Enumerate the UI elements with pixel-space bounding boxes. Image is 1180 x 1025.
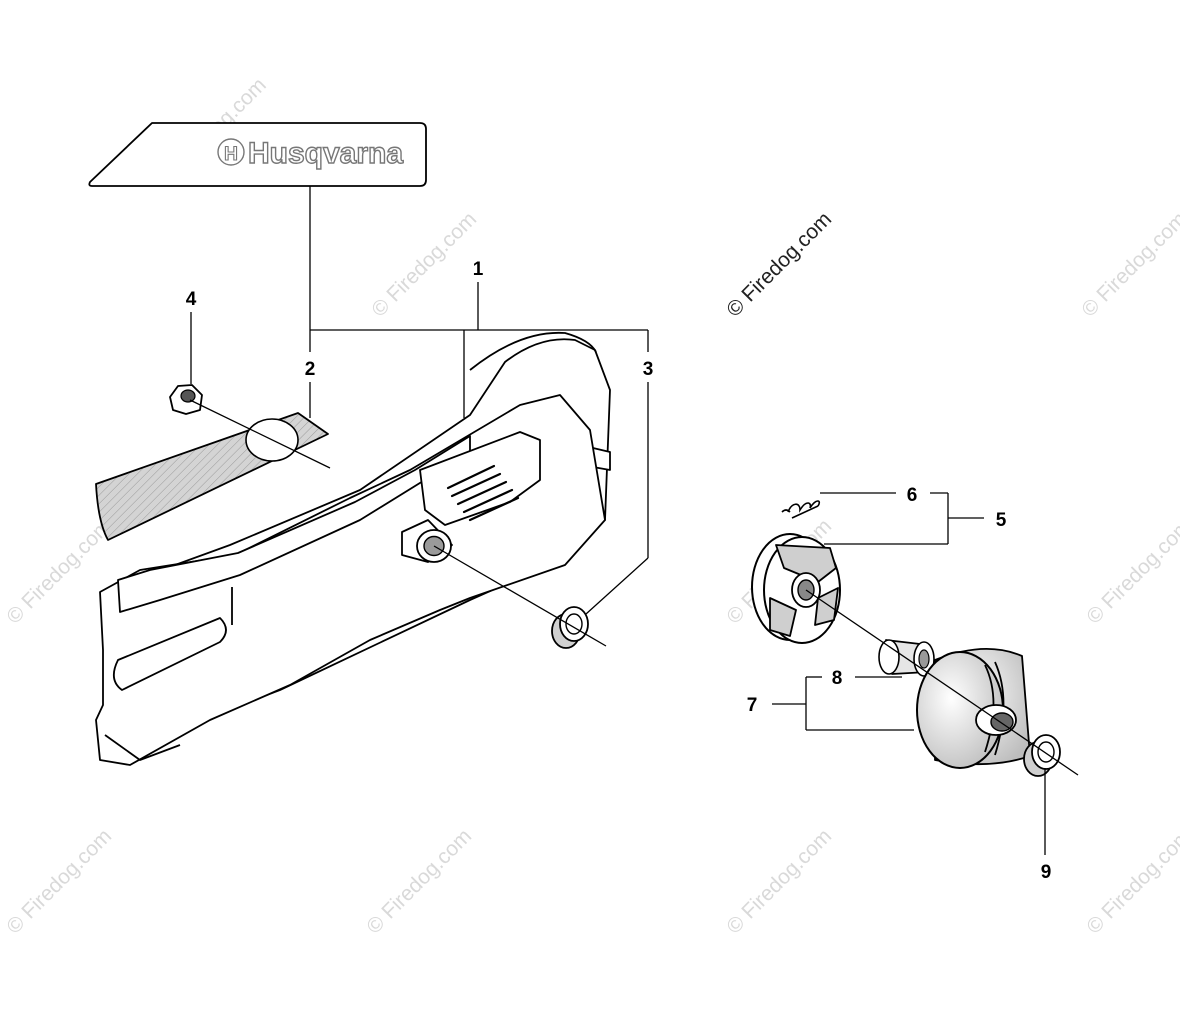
part-5-clutch	[751, 533, 841, 644]
part-7-drum	[916, 648, 1031, 769]
leader-lines	[190, 186, 1046, 855]
watermark: © Firedog.com	[1077, 208, 1180, 322]
svg-text:H: H	[224, 144, 238, 165]
callout-labels: 1 2 3 4 5 6 7 8 9	[186, 259, 1052, 883]
watermark: © Firedog.com	[367, 208, 481, 322]
part-1-cover	[95, 331, 611, 766]
callout-6: 6	[907, 485, 918, 506]
callout-3: 3	[643, 359, 654, 380]
axis-lines	[189, 399, 1079, 776]
watermark: © Firedog.com	[362, 825, 476, 939]
callout-1: 1	[473, 259, 484, 280]
watermark-main: © Firedog.com	[722, 208, 836, 322]
brand-name: Husqvarna	[248, 137, 403, 170]
watermark: © Firedog.com	[2, 515, 116, 629]
callout-8: 8	[832, 668, 843, 689]
part-9-bushing	[1023, 734, 1061, 777]
callout-4: 4	[186, 289, 197, 310]
part-3-spacer	[551, 606, 589, 649]
part-6-spring	[781, 500, 821, 519]
watermark: © Firedog.com	[1082, 515, 1180, 629]
watermark: © Firedog.com	[722, 825, 836, 939]
callout-7: 7	[747, 695, 758, 716]
watermark: © Firedog.com	[2, 825, 116, 939]
decal-label: H Husqvarna	[88, 122, 427, 187]
callout-5: 5	[996, 510, 1007, 531]
part-4-nut	[169, 384, 203, 415]
watermark: © Firedog.com	[1082, 825, 1180, 939]
vent-slots	[446, 464, 520, 522]
callout-2: 2	[305, 359, 316, 380]
callout-9: 9	[1041, 862, 1052, 883]
husqvarna-logo: H Husqvarna	[217, 136, 404, 171]
